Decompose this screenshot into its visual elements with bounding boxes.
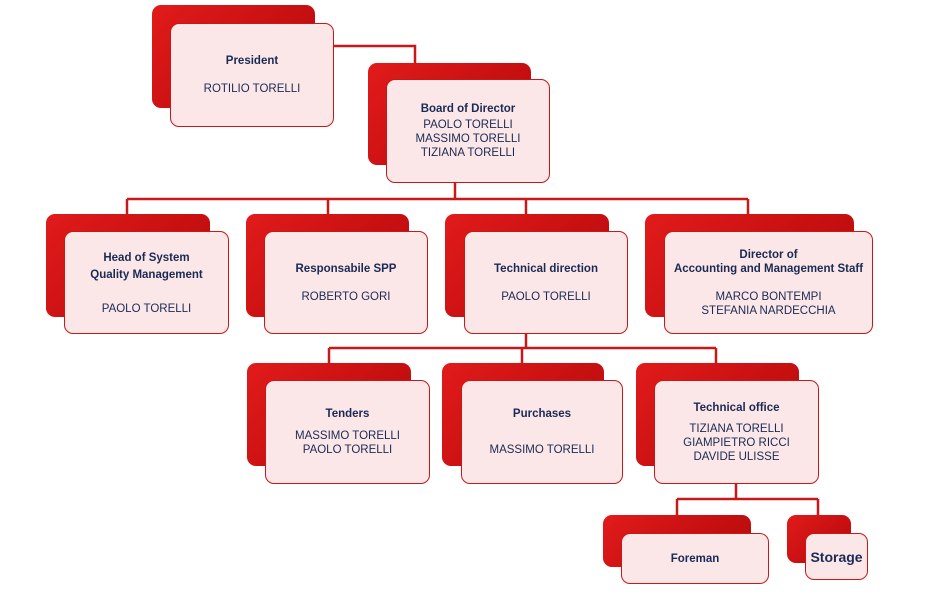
person-name: MASSIMO TORELLI — [415, 133, 521, 145]
node-title: Head of System Quality Management — [90, 251, 203, 281]
person-name: ROBERTO GORI — [301, 290, 391, 303]
node-card: Technical office TIZIANA TORELLI GIAMPIE… — [654, 380, 819, 484]
node-title: President — [225, 55, 279, 67]
person-name: TIZIANA TORELLI — [420, 147, 516, 159]
node-card: Foreman — [621, 533, 769, 584]
node-people: MASSIMO TORELLI PAOLO TORELLI — [295, 429, 400, 457]
node-card: Board of Director PAOLO TORELLI MASSIMO … — [386, 79, 550, 183]
person-name: ROTILIO TORELLI — [203, 83, 301, 95]
person-name: GIAMPIETRO RICCI — [683, 436, 790, 449]
node-title: Tenders — [325, 408, 370, 420]
node-title: Technical office — [693, 401, 780, 414]
person-name: PAOLO TORELLI — [302, 444, 393, 456]
person-name: MASSIMO TORELLI — [489, 444, 595, 456]
node-title: Purchases — [512, 408, 572, 420]
node-card: Tenders MASSIMO TORELLI PAOLO TORELLI — [265, 380, 430, 484]
node-people: PAOLO TORELLI MASSIMO TORELLI TIZIANA TO… — [415, 118, 520, 160]
person-name: PAOLO TORELLI — [501, 290, 591, 303]
node-card: Purchases MASSIMO TORELLI — [461, 380, 623, 484]
node-title: Foreman — [670, 552, 720, 565]
node-card: Responsabile SPP ROBERTO GORI — [264, 231, 428, 334]
person-name: MASSIMO TORELLI — [294, 430, 401, 442]
node-people: ROBERTO GORI — [301, 290, 390, 304]
person-name: STEFANIA NARDECCHIA — [701, 304, 836, 317]
node-card: Technical direction PAOLO TORELLI — [464, 231, 628, 334]
node-card: President ROTILIO TORELLI — [170, 23, 334, 127]
node-people: TIZIANA TORELLI GIAMPIETRO RICCI DAVIDE … — [683, 422, 790, 464]
node-title: Storage — [810, 548, 863, 565]
node-card: Director of Accounting and Management St… — [664, 231, 873, 334]
person-name: PAOLO TORELLI — [101, 302, 192, 315]
node-title: Responsabile SPP — [295, 262, 397, 275]
person-name: PAOLO TORELLI — [423, 119, 513, 131]
person-name: MARCO BONTEMPI — [715, 290, 822, 303]
person-name: DAVIDE ULISSE — [693, 450, 780, 463]
node-people: PAOLO TORELLI — [102, 302, 191, 316]
node-card: Head of System Quality Management PAOLO … — [64, 231, 229, 334]
node-title: Technical direction — [494, 262, 598, 275]
node-title: Director of Accounting and Management St… — [673, 248, 864, 275]
person-name: TIZIANA TORELLI — [689, 422, 784, 435]
node-title: Board of Director — [420, 103, 516, 115]
node-people: PAOLO TORELLI — [501, 290, 590, 304]
connector-president-board — [334, 44, 417, 64]
node-people: ROTILIO TORELLI — [204, 82, 301, 96]
node-people: MARCO BONTEMPI STEFANIA NARDECCHIA — [701, 290, 835, 318]
node-card: Storage — [805, 533, 868, 580]
node-people: MASSIMO TORELLI — [489, 443, 594, 457]
